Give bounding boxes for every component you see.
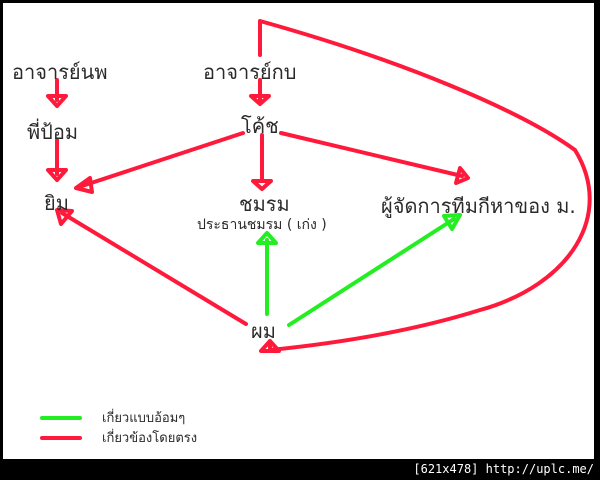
arrowhead bbox=[259, 339, 281, 353]
node-club: ชมรม bbox=[239, 192, 290, 216]
node-yim: ยิม bbox=[44, 191, 69, 215]
edges-layer bbox=[46, 19, 592, 353]
edge-coach-to-yim bbox=[80, 131, 245, 188]
diagram-canvas: อาจารย์นพ พี่ป้อม ยิม อาจารย์กบ โค้ช ชมร… bbox=[3, 3, 594, 459]
arrowhead bbox=[249, 94, 271, 106]
legend-item-indirect: เกี่ยวแบบอ้อมๆ bbox=[40, 407, 185, 428]
node-team-manager: ผู้จัดการทีมกีหาของ ม. bbox=[381, 194, 576, 218]
arrowhead bbox=[46, 168, 68, 182]
node-ajarn-kb: อาจารย์กบ bbox=[203, 60, 297, 84]
watermark: [621x478] http://uplc.me/ bbox=[413, 462, 594, 476]
node-me: ผม bbox=[251, 319, 276, 343]
direct-edges bbox=[46, 19, 592, 353]
node-phi-pom: พี่ป้อม bbox=[27, 120, 79, 144]
indirect-edges bbox=[256, 213, 462, 327]
arrowhead bbox=[251, 179, 273, 191]
arrowhead bbox=[442, 213, 462, 231]
edge-ajarn-kb-to-me-curved bbox=[258, 19, 592, 352]
node-club-president: ประธานชมรม ( เก่ง ) bbox=[197, 217, 327, 233]
legend-item-direct: เกี่ยวข้องโดยตรง bbox=[40, 427, 197, 448]
arrowhead bbox=[55, 208, 74, 226]
arrowhead bbox=[256, 231, 278, 245]
edge-me-to-yim bbox=[60, 211, 248, 326]
arrowhead bbox=[454, 166, 470, 185]
arrowhead bbox=[46, 94, 68, 108]
legend-label-direct: เกี่ยวข้องโดยตรง bbox=[102, 431, 198, 446]
legend-line-green bbox=[40, 415, 82, 420]
node-ajarn-np: อาจารย์นพ bbox=[12, 60, 108, 84]
edge-coach-to-team-manager bbox=[279, 131, 464, 178]
edge-me-to-team-manager bbox=[287, 217, 456, 327]
legend-label-indirect: เกี่ยวแบบอ้อมๆ bbox=[102, 411, 186, 426]
legend-line-red bbox=[40, 435, 82, 440]
arrowhead bbox=[74, 176, 94, 194]
node-coach: โค้ช bbox=[241, 114, 279, 138]
